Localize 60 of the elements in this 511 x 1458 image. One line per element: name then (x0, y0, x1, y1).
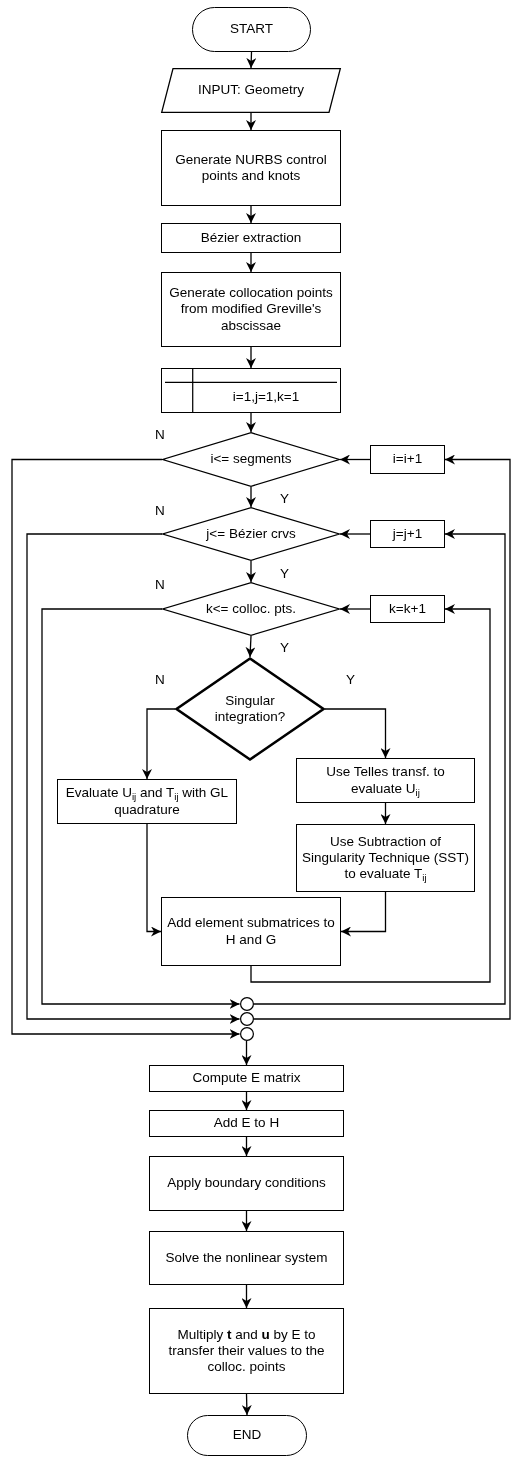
process-box: Evaluate U$_{ij}$ and T$_{ij}$ with GL quadrature (57, 779, 237, 824)
arrow (340, 891, 387, 937)
edge-label: N (155, 428, 165, 442)
edge-label: Y (346, 673, 355, 687)
arrow (245, 635, 256, 658)
arrow (380, 802, 391, 825)
arrow (250, 604, 491, 983)
arrow (252, 529, 506, 1005)
connector-circle (239, 1012, 254, 1026)
arrow (11, 458, 241, 1039)
arrow (241, 1091, 252, 1111)
arrow (339, 604, 371, 614)
arrow (246, 560, 256, 583)
arrow (26, 533, 241, 1024)
process-box: Apply boundary conditions (149, 1156, 344, 1211)
process-box: Use Subtraction of Singularity Technique (SST) to evaluate T$_{ij}$ (296, 824, 475, 892)
connector-circle (239, 1027, 254, 1041)
decision-diamond: Singular integration? (175, 657, 325, 761)
process-box: k=k+1 (370, 595, 445, 623)
process-box: Generate NURBS control points and knots (161, 130, 341, 206)
arrow (246, 252, 256, 273)
process-box: Generate collocation points from modified Greville's abscissae (161, 272, 341, 347)
process-box: Add element submatrices to H and G (161, 897, 341, 966)
arrow (246, 51, 257, 69)
arrow (241, 1393, 252, 1416)
arrow (339, 454, 371, 465)
arrow (246, 346, 256, 369)
arrow (246, 112, 256, 131)
arrow (246, 486, 256, 508)
process-box: i=i+1 (370, 445, 445, 474)
edge-label: N (155, 504, 165, 518)
edge-label: Y (280, 641, 289, 655)
process-box: Compute E matrix (149, 1065, 344, 1092)
terminal-box: END (187, 1415, 307, 1456)
process-box: Use Telles transf. to evaluate U$_{ij}$ (296, 758, 475, 803)
arrow (252, 454, 511, 1020)
arrow (241, 1136, 252, 1157)
arrow (241, 1210, 252, 1232)
initialization-box: i=1,j=1,k=1 (161, 368, 341, 413)
edge-label: Y (280, 492, 289, 506)
process-box: Multiply t and u by E to transfer their values to the colloc. points (149, 1308, 344, 1394)
input-parallelogram: INPUT: Geometry (161, 68, 341, 113)
edge-label: Y (280, 567, 289, 581)
edge-label: N (155, 673, 165, 687)
connector-circle (239, 997, 254, 1011)
arrow (324, 708, 391, 759)
arrow (241, 1040, 252, 1066)
edge-label: N (155, 578, 165, 592)
arrow (241, 1284, 252, 1309)
arrow (146, 823, 162, 937)
terminal-box: START (192, 7, 311, 52)
process-box: j=j+1 (370, 520, 445, 548)
process-box: Add E to H (149, 1110, 344, 1137)
arrow (246, 205, 256, 224)
arrow (339, 529, 371, 539)
process-box: Bézier extraction (161, 223, 341, 253)
process-box: Solve the nonlinear system (149, 1231, 344, 1285)
arrow (41, 608, 241, 1009)
arrow (142, 708, 176, 780)
arrow (246, 412, 256, 433)
